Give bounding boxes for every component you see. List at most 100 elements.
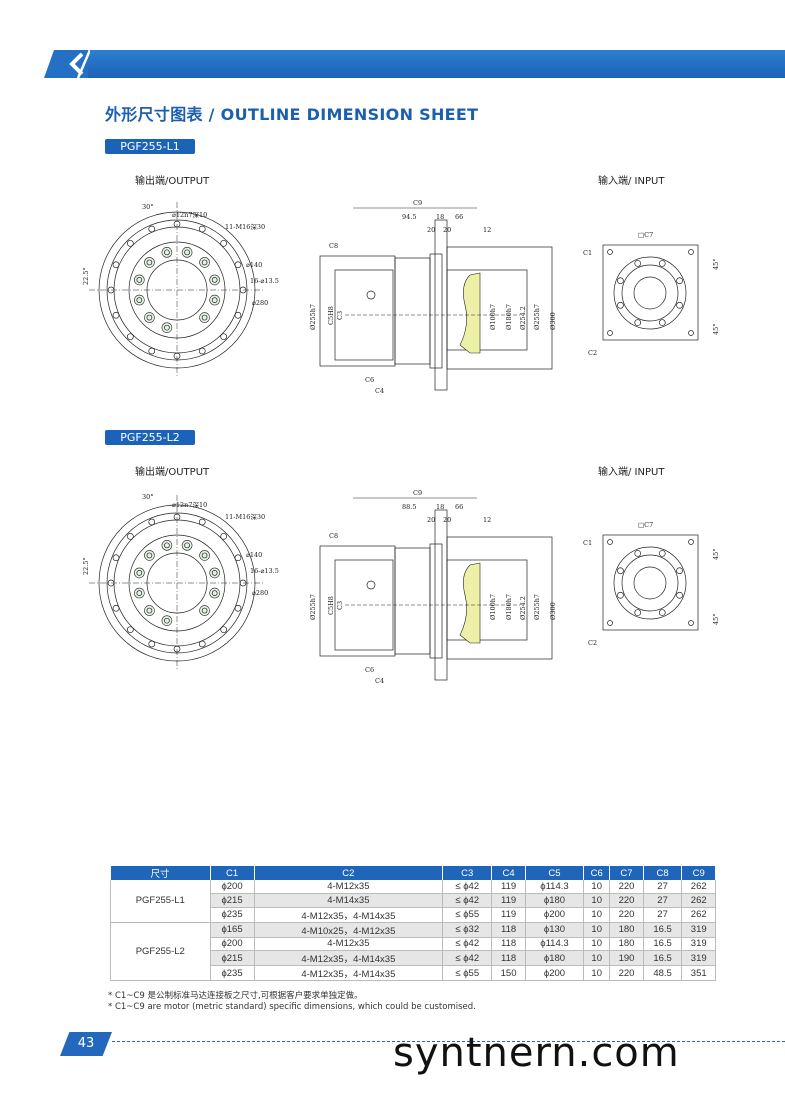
table-cell: ≤ ϕ42	[442, 893, 493, 908]
corner-hole	[688, 620, 694, 626]
bolt-hole	[634, 260, 642, 267]
table-cell: ϕ200	[524, 965, 585, 981]
bolt-hole	[676, 567, 683, 575]
pcd-label: ⌀140	[246, 261, 262, 269]
thread-hole-inner	[164, 249, 170, 256]
table-cell: 319	[681, 922, 716, 938]
table-cell: 4-M12x35，4-M14x35	[253, 907, 444, 923]
thread-hole	[144, 312, 155, 323]
corner-hole	[688, 330, 694, 336]
thread-hole-inner	[146, 314, 153, 321]
column-header: C2	[254, 866, 444, 880]
key-hole	[366, 580, 376, 590]
c4-label: C4	[375, 677, 384, 685]
flange-plate	[434, 219, 448, 391]
c6-label: C6	[365, 376, 374, 384]
input-label: 输入端/ INPUT	[598, 467, 665, 478]
table-cell: 118	[491, 922, 526, 938]
thread-hole-inner	[211, 590, 218, 596]
table-cell: 4-M10x25，4-M12x35	[253, 922, 444, 938]
bolt-hole	[617, 567, 624, 575]
thread-hole-inner	[164, 324, 170, 331]
dia-label: Ø180h7	[505, 304, 513, 330]
thread-hole-inner	[184, 249, 190, 256]
dim-label: 18	[436, 503, 444, 511]
thread-hole-inner	[136, 570, 143, 576]
thread-hole-inner	[164, 617, 170, 624]
table-cell: ϕ200	[524, 907, 585, 923]
angle-label: 22.5°	[82, 557, 90, 575]
thread-hole-inner	[146, 607, 153, 614]
c7-label: □C7	[638, 521, 653, 529]
table-cell: 351	[681, 965, 716, 981]
dia-label: Ø255h7	[309, 594, 317, 620]
table-cell: ϕ165	[209, 922, 255, 938]
bolt-hole	[126, 532, 134, 540]
table-cell: 27	[642, 893, 683, 908]
thread-hole-inner	[146, 552, 153, 559]
dia-label: Ø255h7	[533, 594, 541, 620]
table-cell: ϕ180	[524, 893, 585, 908]
table-cell: ϕ114.3	[524, 937, 585, 951]
thread-hole-inner	[164, 542, 170, 549]
thread-hole	[161, 540, 173, 551]
hatched-section	[459, 272, 481, 354]
dim-label: 94.5	[402, 213, 416, 221]
ring	[429, 253, 443, 369]
c9-label: C9	[413, 199, 422, 207]
dim-label: 20	[427, 516, 435, 524]
table-cell: 180	[609, 937, 644, 951]
corner-hole	[688, 249, 694, 255]
table-cell: 16.5	[642, 922, 683, 938]
output-label: 输出端/OUTPUT	[135, 176, 210, 187]
dia-label: Ø100h7	[489, 304, 497, 330]
table-cell: 10	[583, 965, 611, 981]
thread-hole	[199, 605, 210, 616]
table-cell: ϕ114.3	[524, 880, 585, 894]
column-header: C8	[643, 866, 683, 880]
bolt-hole	[617, 591, 624, 599]
bolt-hole	[234, 604, 242, 612]
bolt-hole	[658, 319, 666, 326]
thread-label: 11-M16深30	[225, 512, 265, 521]
thread-hole-inner	[211, 570, 218, 576]
bolt-hole	[126, 239, 134, 247]
bolt-hole	[220, 532, 228, 540]
bolt-hole	[220, 626, 228, 634]
bolt-hole	[112, 261, 120, 269]
dim-label: 20	[427, 226, 435, 234]
table-cell: 4-M14x35	[253, 893, 444, 908]
output-label: 输出端/OUTPUT	[135, 467, 210, 478]
c2-label: C2	[588, 639, 597, 647]
thread-hole-inner	[211, 277, 218, 283]
thread-hole-inner	[136, 590, 143, 596]
thread-label: 11-M16深30	[225, 222, 265, 231]
bolt-hole	[198, 225, 206, 233]
table-cell: 262	[681, 893, 716, 908]
pin-label: ⌀12n7深10	[172, 500, 207, 509]
bolt-hole	[634, 319, 642, 326]
thread-hole-inner	[201, 607, 208, 614]
thread-hole	[199, 312, 210, 323]
table-cell: 10	[583, 922, 611, 938]
table-cell: 4-M12x35	[253, 937, 444, 951]
dim-label: 20	[443, 516, 451, 524]
dim-label: 88.5	[402, 503, 416, 511]
c2-label: C2	[588, 349, 597, 357]
corner-hole	[607, 330, 613, 336]
table-cell: 10	[583, 893, 611, 908]
outer-dia-label: ⌀280	[252, 589, 268, 597]
corner-hole	[607, 539, 613, 545]
table-cell: 16.5	[642, 950, 683, 966]
watermark: syntnern.com	[393, 1030, 680, 1076]
housing	[394, 257, 431, 365]
table-cell: ϕ130	[524, 922, 585, 938]
thread-hole	[199, 550, 210, 561]
thread-hole-inner	[136, 277, 143, 283]
table-cell: 220	[609, 880, 644, 894]
bolt-hole	[126, 333, 134, 341]
